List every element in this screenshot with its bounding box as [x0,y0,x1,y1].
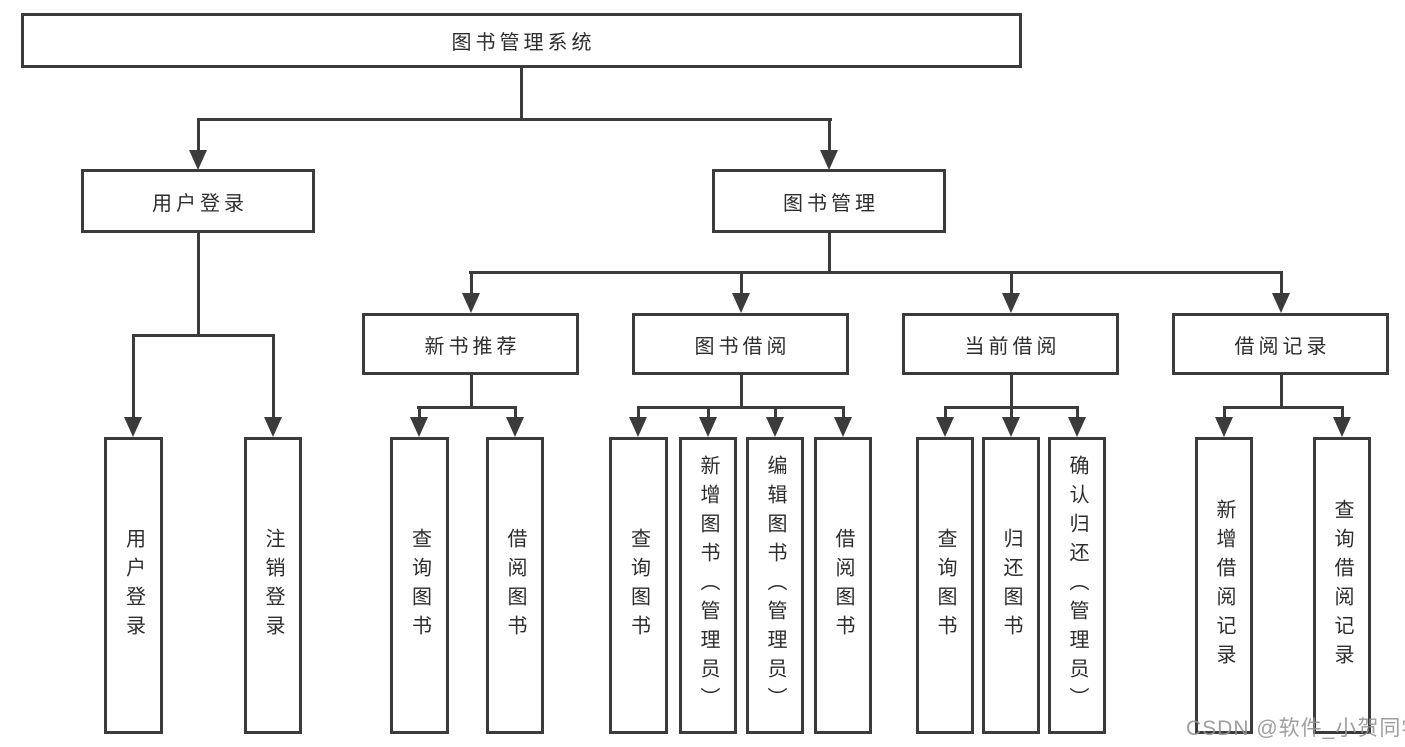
edge-line [828,233,831,273]
leaf-query-books-1-label: 查询图书 [408,527,431,644]
leaf-query-books-2: 查询图书 [609,437,668,734]
leaf-add-borrow-record-label: 新增借阅记录 [1213,498,1235,673]
edge-line [197,233,200,336]
arrow-down-icon [1215,417,1233,437]
arrow-down-icon [264,417,282,437]
leaf-user-login-label: 用户登录 [122,527,145,644]
edge-line [514,406,517,418]
arrow-down-icon [1068,417,1086,437]
edge-line [1076,406,1079,418]
node-root: 图书管理系统 [21,13,1022,68]
arrow-down-icon [820,150,838,170]
edge-line [944,406,947,418]
leaf-confirm-return-admin: 确认归还（管理员） [1048,437,1106,734]
edge-line [1280,271,1283,294]
arrow-down-icon [124,417,142,437]
edge-line [470,271,473,294]
edge-line [637,406,845,409]
leaf-borrow-books-1: 借阅图书 [486,437,544,734]
leaf-query-books-3-label: 查询图书 [934,527,956,644]
edge-line [417,406,517,409]
edge-line [740,271,743,294]
node-user-login: 用户登录 [81,169,315,233]
node-book-management: 图书管理 [712,169,946,233]
node-current-borrow-label: 当前借阅 [964,335,1061,358]
arrow-down-icon [834,417,852,437]
node-user-login-label: 用户登录 [152,192,248,215]
leaf-query-borrow-record: 查询借阅记录 [1313,437,1371,734]
node-book-borrow: 图书借阅 [632,313,849,375]
edge-line [842,406,845,418]
edge-line [707,406,710,418]
leaf-borrow-books-2: 借阅图书 [814,437,872,734]
arrow-down-icon [410,417,428,437]
leaf-logout: 注销登录 [244,437,302,734]
leaf-query-books-1: 查询图书 [390,437,449,734]
leaf-query-borrow-record-label: 查询借阅记录 [1331,498,1353,673]
arrow-down-icon [629,417,647,437]
arrow-down-icon [1272,293,1290,313]
edge-line [272,334,275,418]
leaf-edit-books-admin-label: 编辑图书（管理员） [764,455,786,716]
leaf-logout-label: 注销登录 [262,527,284,644]
arrow-down-icon [189,150,207,170]
edge-line [1223,406,1226,418]
edge-line [197,118,832,121]
edge-line [637,406,640,418]
watermark: CSDN @软件_小贺同学 [1186,717,1405,740]
arrow-down-icon [1002,293,1020,313]
edge-line [470,375,473,408]
edge-line [828,118,831,151]
edge-line [1223,406,1344,409]
arrow-down-icon [766,417,784,437]
arrow-down-icon [506,417,524,437]
edge-line [469,271,1283,274]
node-new-book-recommend-label: 新书推荐 [424,335,521,358]
edge-line [197,118,200,151]
node-book-borrow-label: 图书借阅 [694,335,791,358]
edge-line [132,334,275,337]
leaf-confirm-return-admin-label: 确认归还（管理员） [1066,455,1088,716]
leaf-add-books-admin: 新增图书（管理员） [679,437,737,734]
edge-line [1341,406,1344,418]
leaf-add-borrow-record: 新增借阅记录 [1195,437,1253,734]
arrow-down-icon [732,293,750,313]
edge-line [1280,375,1283,408]
node-borrow-records-label: 借阅记录 [1234,335,1331,358]
edge-line [132,334,135,418]
leaf-edit-books-admin: 编辑图书（管理员） [746,437,804,734]
leaf-add-books-admin-label: 新增图书（管理员） [697,455,719,716]
node-root-label: 图书管理系统 [451,32,596,54]
edge-line [520,68,523,120]
edge-line [1010,271,1013,294]
edge-line [1010,406,1013,418]
arrow-down-icon [1002,417,1020,437]
arrow-down-icon [699,417,717,437]
leaf-return-books: 归还图书 [982,437,1040,734]
leaf-borrow-books-2-label: 借阅图书 [832,527,854,644]
leaf-query-books-2-label: 查询图书 [627,527,650,644]
arrow-down-icon [462,293,480,313]
arrow-down-icon [1333,417,1351,437]
leaf-borrow-books-1-label: 借阅图书 [504,527,526,644]
edge-line [418,406,421,418]
node-new-book-recommend: 新书推荐 [362,313,579,375]
node-current-borrow: 当前借阅 [902,313,1119,375]
node-borrow-records: 借阅记录 [1172,313,1389,375]
edge-line [774,406,777,418]
leaf-query-books-3: 查询图书 [916,437,974,734]
edge-line [740,375,743,408]
edge-line [1010,375,1013,408]
leaf-user-login: 用户登录 [104,437,163,734]
node-book-management-label: 图书管理 [783,192,879,215]
arrow-down-icon [936,417,954,437]
leaf-return-books-label: 归还图书 [1000,527,1022,644]
